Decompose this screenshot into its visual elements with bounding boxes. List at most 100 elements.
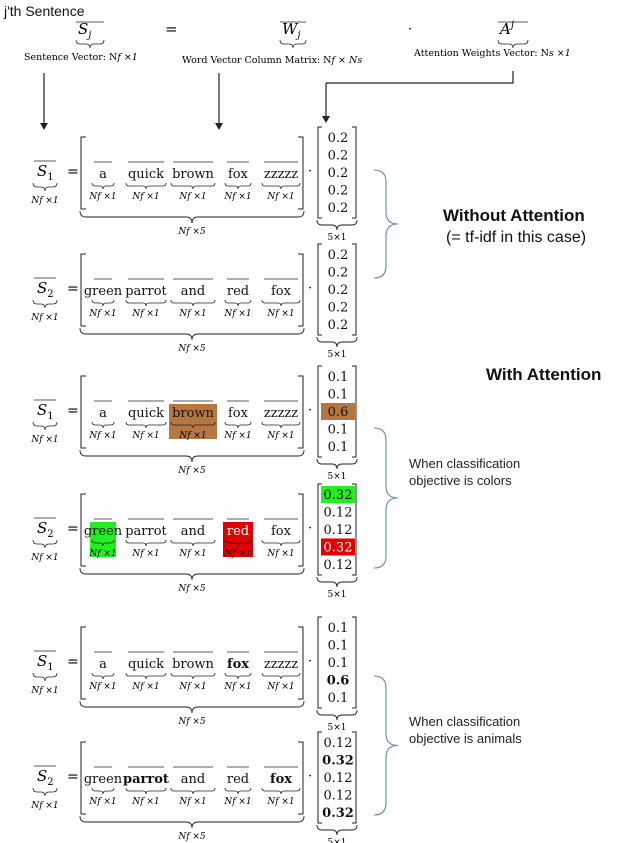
word-underbrace: [224, 787, 252, 795]
word-label: zzzzz: [264, 657, 298, 672]
arrow-to-sentence-head: [40, 123, 48, 130]
word-dim: Nf ×1: [223, 797, 251, 807]
word-dim: Nf ×1: [88, 431, 116, 441]
word-underbrace: [125, 787, 167, 795]
group-brace-1: [373, 169, 399, 279]
word-dim: Nf ×1: [223, 431, 251, 441]
equals-sign: =: [67, 281, 79, 297]
lhs-dim: Nf ×1: [30, 196, 58, 206]
word-underbrace: [91, 539, 115, 547]
word-underbrace: [261, 787, 301, 795]
word-column: parrot Nf ×1: [125, 278, 168, 319]
matrix-dim: Nf ×5: [177, 466, 206, 476]
word-label: fox: [270, 772, 292, 787]
word-label: green: [84, 524, 123, 539]
weights-underbrace: [316, 824, 358, 836]
weight-value: 0.6: [328, 405, 349, 420]
matrix-underbrace: [79, 449, 305, 463]
word-dim: Nf ×1: [178, 549, 206, 559]
word-highlight: [223, 522, 253, 557]
word-underbrace: [125, 672, 167, 680]
word-dim: Nf ×1: [266, 309, 294, 319]
word-dim: Nf ×1: [223, 309, 251, 319]
header-dot: ·: [408, 22, 413, 37]
weight-value: 0.1: [328, 656, 349, 671]
word-highlight: [90, 522, 116, 557]
header-sentence-underbrace: [75, 39, 105, 49]
matrix-dim: Nf ×5: [177, 227, 206, 237]
weight-value: 0.12: [324, 558, 353, 573]
matrix-left-bracket: [80, 375, 86, 449]
word-underbrace: [125, 421, 167, 429]
word-underbrace: [170, 299, 216, 307]
word-label: red: [227, 772, 249, 787]
arrow-to-weights-head: [322, 116, 330, 123]
weight-value: 0.12: [324, 523, 353, 538]
word-label: and: [181, 524, 205, 539]
weights-left-bracket: [317, 365, 322, 458]
word-underbrace: [91, 787, 115, 795]
word-dim: Nf ×1: [266, 797, 294, 807]
word-underbrace: [91, 299, 115, 307]
equals-sign: =: [67, 769, 79, 785]
weight-value: 0.32: [322, 754, 354, 769]
lhs-symbol: S2: [37, 279, 54, 300]
weight-value: 0.12: [324, 506, 353, 521]
header-matrix-symbol: Wj: [282, 20, 301, 41]
arrow-to-weights-path: [326, 71, 514, 84]
word-label: green: [84, 772, 123, 787]
word-label: fox: [228, 406, 249, 421]
word-underbrace: [170, 421, 216, 429]
lhs-underbrace: [32, 299, 58, 309]
with-attention-heading: With Attention: [486, 365, 602, 384]
matrix-dim: Nf ×5: [177, 717, 206, 727]
word-label: fox: [271, 524, 292, 539]
weight-highlight: [321, 486, 355, 503]
word-dim: Nf ×1: [131, 797, 159, 807]
matrix-underbrace: [79, 815, 305, 829]
dot-operator: ·: [308, 164, 312, 179]
word-label: a: [99, 167, 107, 182]
word-label: a: [99, 406, 107, 421]
word-dim: Nf ×1: [131, 309, 159, 319]
lhs-dim: Nf ×1: [30, 686, 58, 696]
weight-value: 0.2: [328, 248, 349, 263]
word-label: green: [84, 284, 123, 299]
word-label: parrot: [125, 284, 167, 299]
word-dim: Nf ×1: [88, 192, 116, 202]
weights-left-bracket: [317, 243, 322, 336]
word-dim: Nf ×1: [131, 192, 159, 202]
weight-value: 0.2: [328, 201, 349, 216]
header-sentence-symbol: Sj: [78, 20, 92, 41]
word-underbrace: [261, 299, 301, 307]
word-column: fox Nf ×1: [223, 400, 252, 441]
header-attention-underbrace: [497, 39, 529, 49]
word-underbrace: [125, 299, 167, 307]
word-dim: Nf ×1: [131, 549, 159, 559]
word-dim: Nf ×1: [223, 549, 251, 559]
matrix-left-bracket: [80, 626, 86, 700]
word-underbrace: [91, 672, 115, 680]
weight-value: 0.1: [328, 440, 349, 455]
equals-sign: =: [67, 164, 79, 180]
header-equals: =: [165, 20, 178, 38]
word-label: fox: [228, 167, 249, 182]
colors-note: When classification objective is colors: [409, 456, 521, 488]
word-dim: Nf ×1: [223, 682, 251, 692]
header-matrix-underbrace: [279, 39, 307, 49]
lhs-symbol: S2: [37, 519, 54, 540]
